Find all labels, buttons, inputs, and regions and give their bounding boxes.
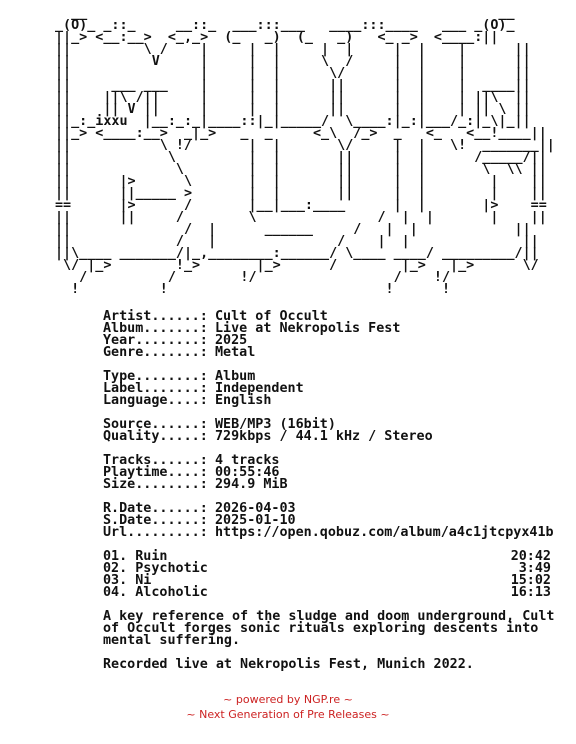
field-size: Size........: 294.9 MiB xyxy=(103,477,554,492)
field-value: WEB/MP3 (16bit) xyxy=(215,417,336,432)
field-genre: Genre.......: Metal xyxy=(103,345,554,360)
field-value: Metal xyxy=(215,345,256,360)
track-row: 02. Psychotic 3:49 xyxy=(103,561,551,576)
field-artist: Artist......: Cult of Occult xyxy=(103,309,554,324)
track-title: 01. Ruin xyxy=(103,549,168,564)
field-key: Language....: xyxy=(103,393,208,408)
field-key: Quality.....: xyxy=(103,429,208,444)
field-tracks: Tracks......: 4 tracks xyxy=(103,453,554,468)
field-value: Independent xyxy=(215,381,304,396)
footer-powered-by: ~ powered by NGP.re ~ xyxy=(223,693,353,706)
field-key: Url.........: xyxy=(103,525,208,540)
track-time: 3:49 xyxy=(518,561,551,576)
field-key: Playtime....: xyxy=(103,465,208,480)
field-label: Label.......: Independent xyxy=(103,381,554,396)
release-info: Artist......: Cult of Occult Album.......… xyxy=(103,309,554,540)
tracklist: 01. Ruin 20:42 02. Psychotic 3:49 03. Ni 15… xyxy=(103,549,551,600)
field-value: English xyxy=(215,393,272,408)
field-value: 2025-01-10 xyxy=(215,513,296,528)
field-quality: Quality.....: 729kbps / 44.1 kHz / Stereo xyxy=(103,429,554,444)
field-key: Type........: xyxy=(103,369,208,384)
field-key: Source......: xyxy=(103,417,208,432)
field-year: Year........: 2025 xyxy=(103,333,554,348)
field-playtime: Playtime....: 00:55:46 xyxy=(103,465,554,480)
field-source: Source......: WEB/MP3 (16bit) xyxy=(103,417,554,432)
field-url-value[interactable]: https://open.qobuz.com/album/a4c1jtcpyx4… xyxy=(215,525,554,540)
track-title: 03. Ni xyxy=(103,573,152,588)
field-key: Album.......: xyxy=(103,321,208,336)
track-row: 04. Alcoholic 16:13 xyxy=(103,585,551,600)
field-key: Artist......: xyxy=(103,309,208,324)
field-value: 2026-04-03 xyxy=(215,501,296,516)
track-row: 01. Ruin 20:42 xyxy=(103,549,551,564)
description-line: A key reference of the sludge and doom u… xyxy=(103,609,555,624)
field-language: Language....: English xyxy=(103,393,554,408)
field-url: Url.........: https://open.qobuz.com/albu… xyxy=(103,525,554,540)
field-key: Label.......: xyxy=(103,381,208,396)
footer-tagline: ~ Next Generation of Pre Releases ~ xyxy=(186,708,390,721)
field-key: Tracks......: xyxy=(103,453,208,468)
track-time: 16:13 xyxy=(510,585,551,600)
field-value: Live at Nekropolis Fest xyxy=(215,321,401,336)
field-value: 4 tracks xyxy=(215,453,280,468)
description-line: of Occult forges sonic rituals exploring… xyxy=(103,621,539,636)
field-release-date: R.Date......: 2026-04-03 xyxy=(103,501,554,516)
field-key: Size........: xyxy=(103,477,208,492)
field-value: Album xyxy=(215,369,256,384)
field-album: Album.......: Live at Nekropolis Fest xyxy=(103,321,554,336)
field-key: S.Date......: xyxy=(103,513,208,528)
field-type: Type........: Album xyxy=(103,369,554,384)
track-time: 15:02 xyxy=(510,573,551,588)
field-value: 2025 xyxy=(215,333,248,348)
field-value: 294.9 MiB xyxy=(215,477,288,492)
field-value: 729kbps / 44.1 kHz / Stereo xyxy=(215,429,433,444)
track-row: 03. Ni 15:02 xyxy=(103,573,551,588)
field-value: Cult of Occult xyxy=(215,309,328,324)
description-line: mental suffering. xyxy=(103,633,241,648)
field-key: Year........: xyxy=(103,333,208,348)
ascii-banner: __ __ _(O)_ _::_ __::_ ___:::___ ____:::… xyxy=(55,6,555,297)
description: A key reference of the sludge and doom u… xyxy=(103,609,563,672)
track-time: 20:42 xyxy=(510,549,551,564)
field-street-date: S.Date......: 2025-01-10 xyxy=(103,513,554,528)
field-key: Genre.......: xyxy=(103,345,208,360)
field-value: 00:55:46 xyxy=(215,465,280,480)
track-title: 04. Alcoholic xyxy=(103,585,208,600)
field-key: R.Date......: xyxy=(103,501,208,516)
recorded-note: Recorded live at Nekropolis Fest, Munich… xyxy=(103,657,474,672)
track-title: 02. Psychotic xyxy=(103,561,208,576)
